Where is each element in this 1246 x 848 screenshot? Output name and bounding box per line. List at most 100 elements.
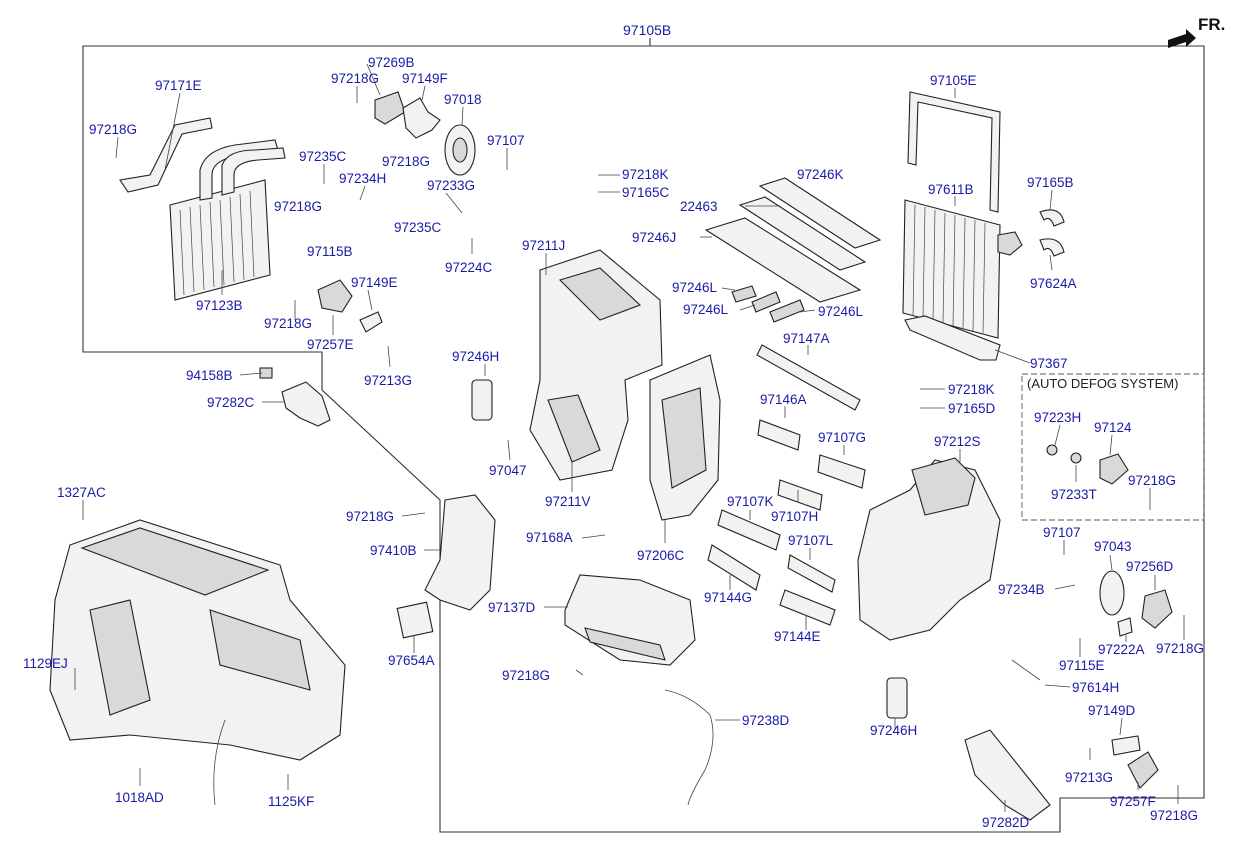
hvac-assembly-icon (49, 519, 346, 806)
label-97137D: 97137D (488, 600, 536, 615)
pipe-clip-icon (1039, 209, 1065, 257)
label-97257E: 97257E (307, 337, 354, 352)
label-97246L: 97246L (683, 302, 729, 317)
label-97165C: 97165C (622, 185, 670, 200)
leader-lines (74, 63, 1185, 812)
label-97282D: 97282D (982, 815, 1030, 830)
label-97234H: 97234H (339, 171, 386, 186)
label-97218G: 97218G (346, 509, 394, 524)
label-97256D: 97256D (1126, 559, 1174, 574)
lower-case-137d-icon (564, 574, 696, 666)
label-97168A: 97168A (526, 530, 573, 545)
label-97235C: 97235C (299, 149, 347, 164)
label-97222A: 97222A (1098, 642, 1145, 657)
label-97206C: 97206C (637, 548, 685, 563)
label-97107L: 97107L (788, 533, 834, 548)
label-97246K: 97246K (797, 167, 844, 182)
heater-pipe-bracket-icon (119, 117, 213, 193)
label-97410B: 97410B (370, 543, 417, 558)
label-97218G: 97218G (274, 199, 322, 214)
label-97107: 97107 (1043, 525, 1081, 540)
label-1125KF: 1125KF (268, 794, 314, 809)
label-97211V: 97211V (545, 494, 591, 509)
label-97234B: 97234B (998, 582, 1045, 597)
label-97218G: 97218G (1150, 808, 1198, 823)
label-1129EJ: 1129EJ (23, 656, 68, 671)
label-97246H: 97246H (452, 349, 499, 364)
label-97269B: 97269B (368, 55, 415, 70)
label-97146A: 97146A (760, 392, 807, 407)
label-97238D: 97238D (742, 713, 790, 728)
label-97105B: 97105B (623, 22, 671, 38)
auto-defog-box (1021, 373, 1205, 521)
label-97246L: 97246L (672, 280, 718, 295)
label-97144E: 97144E (774, 629, 821, 644)
air-filter-set-icon (704, 177, 882, 323)
label-97105E: 97105E (930, 73, 977, 88)
actuator-small-icon (374, 91, 476, 176)
label-94158B: 94158B (186, 368, 233, 383)
defog-actuator-icon (1046, 444, 1129, 485)
label-97654A: 97654A (388, 653, 435, 668)
label-97246H: 97246H (870, 723, 917, 738)
label-97149E: 97149E (351, 275, 398, 290)
evaporator-core-icon (902, 199, 1023, 339)
label-97213G: 97213G (364, 373, 412, 388)
middle-case-206c-icon (649, 354, 721, 521)
evaporator-bracket-icon (904, 315, 1001, 361)
label-97257F: 97257F (1110, 794, 1156, 809)
label-97218G: 97218G (264, 316, 312, 331)
label-97218K: 97218K (948, 382, 995, 397)
duct-actuator-282c-icon (259, 367, 331, 427)
duct-seal-654a-icon (396, 601, 434, 639)
label-97367: 97367 (1030, 356, 1068, 371)
label-97233G: 97233G (427, 178, 475, 193)
label-97043: 97043 (1094, 539, 1132, 554)
label-97211J: 97211J (522, 238, 565, 253)
label-97218G: 97218G (382, 154, 430, 169)
actuator-256d-icon (1099, 570, 1173, 637)
label-97147A: 97147A (783, 331, 830, 346)
label-97611B: 97611B (928, 182, 974, 197)
label-97614H: 97614H (1072, 680, 1119, 695)
label-97218G: 97218G (331, 71, 379, 86)
label-97218G: 97218G (1156, 641, 1204, 656)
seal-246h-icon (471, 379, 493, 421)
label-97246J: 97246J (632, 230, 676, 245)
label-97233T: 97233T (1051, 487, 1097, 502)
label-97115E: 97115E (1059, 658, 1105, 673)
label-97107G: 97107G (818, 430, 866, 445)
main-assembly-frame (82, 38, 1205, 833)
label-97218G: 97218G (502, 668, 550, 683)
label-97246L: 97246L (818, 304, 864, 319)
direction-label: FR. (1198, 15, 1225, 34)
label-97149F: 97149F (402, 71, 448, 86)
label-97165B: 97165B (1027, 175, 1074, 190)
label-97107K: 97107K (727, 494, 774, 509)
label-97282C: 97282C (207, 395, 255, 410)
label-97018: 97018 (444, 92, 482, 107)
mode-door-icons (707, 344, 866, 626)
label-97212S: 97212S (934, 434, 981, 449)
label-97218K: 97218K (622, 167, 669, 182)
actuator-257e-icon (317, 279, 383, 333)
label-97123B: 97123B (196, 298, 243, 313)
rear-duct-410b-icon (424, 494, 496, 611)
label-97107: 97107 (487, 133, 525, 148)
upper-case-211v-icon (529, 249, 663, 481)
front-direction-arrow-icon (1168, 29, 1196, 48)
actuator-257f-icon (1111, 735, 1159, 789)
label-97115B: 97115B (307, 244, 353, 259)
label-97047: 97047 (489, 463, 527, 478)
label-97144G: 97144G (704, 590, 752, 605)
heater-core-icon (169, 139, 286, 301)
label-97218G: 97218G (89, 122, 137, 137)
duct-282d-icon (964, 729, 1051, 821)
label-97213G: 97213G (1065, 770, 1113, 785)
label-1327AC: 1327AC (57, 485, 106, 500)
label-97171E: 97171E (155, 78, 202, 93)
label-97107H: 97107H (771, 509, 818, 524)
label-97149D: 97149D (1088, 703, 1136, 718)
auto-defog-label: (AUTO DEFOG SYSTEM) (1027, 376, 1178, 391)
